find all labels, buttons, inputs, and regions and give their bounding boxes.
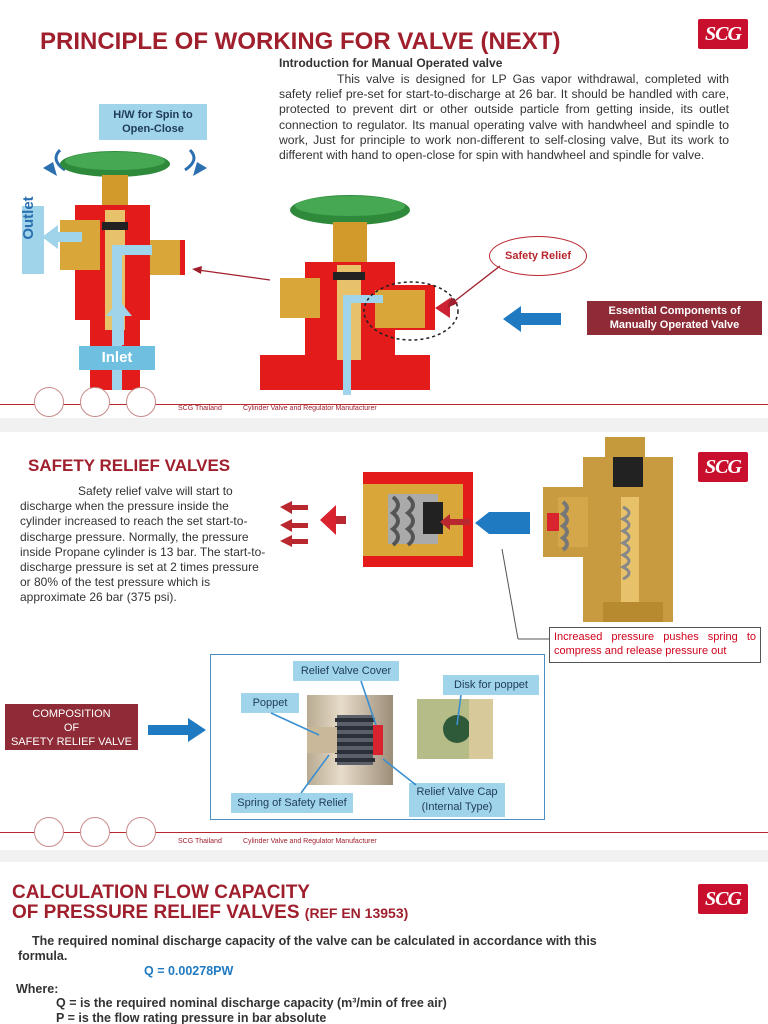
footer-company: SCG Thailand [178,405,222,412]
label-disk: Disk for poppet [443,675,539,695]
composition-panel: Relief Valve Cover Poppet Disk for poppe… [210,654,545,820]
footer-thumb-2 [80,387,110,417]
poppet-icon [320,505,346,535]
footer-thumb-2 [80,817,110,847]
outlet-label: Outlet [20,196,44,274]
composition-label: COMPOSITION OF SAFETY RELIEF VALVE [5,704,138,750]
scg-logo: SCG [698,19,748,49]
footer-thumb-3 [126,387,156,417]
slide-2-title: SAFETY RELIEF VALVES [28,456,231,475]
slide-2: SAFETY RELIEF VALVES SCG Safety relief v… [0,432,768,850]
label-relief-cap-line1: Relief Valve Cap [416,786,498,798]
blue-arrow-icon [148,718,206,742]
blue-arrow-icon [475,512,530,534]
slide-3-title-ref: (REF EN 13953) [304,905,409,921]
hw-label: H/W for Spin to Open-Close [99,104,207,140]
where-label: Where: [16,982,59,996]
footer-thumb-1 [34,817,64,847]
label-spring: Spring of Safety Relief [231,793,353,813]
pressure-arrow-icon [440,514,470,530]
pressure-callout: Increased pressure pushes spring to comp… [549,627,761,663]
slide-3-title-main: OF PRESSURE RELIEF VALVES [12,902,300,923]
essential-components-label: Essential Components of Manually Operate… [587,301,762,335]
scg-logo: SCG [698,452,748,482]
connector-arrow-icon [192,266,270,281]
composition-line-2: OF [63,722,80,734]
definition-p: P = is the flow rating pressure in bar a… [56,1011,327,1024]
blue-arrow-icon [503,306,561,332]
footer-thumb-3 [126,817,156,847]
footer-line [0,404,768,405]
valve-section-photo [543,437,673,622]
slide-3: CALCULATION FLOW CAPACITY OF PRESSURE RE… [0,862,768,1024]
composition-line-1: COMPOSITION [32,708,111,720]
slide-1: PRINCIPLE OF WORKING FOR VALVE (NEXT) SC… [0,0,768,418]
definition-q: Q = is the required nominal discharge ca… [56,996,447,1010]
composition-line-3: SAFETY RELIEF VALVE [10,736,133,748]
label-relief-cover: Relief Valve Cover [293,661,399,681]
spring-illustration [307,715,383,765]
callout-pointer [447,265,501,308]
rotation-arrows-icon [43,148,207,176]
disk-photo [417,699,493,759]
slide-3-title-line-1: CALCULATION FLOW CAPACITY [12,882,310,903]
label-relief-cap-line2: (Internal Type) [421,801,493,813]
footer-thumb-1 [34,387,64,417]
inlet-arrow-icon [106,300,132,345]
slide-1-title: PRINCIPLE OF WORKING FOR VALVE (NEXT) [40,28,561,55]
disk-illustration [417,699,493,759]
calc-intro: The required nominal discharge capacity … [18,934,597,963]
relief-valve-photo [307,695,393,785]
footer-line [0,832,768,833]
footer-desc: Cylinder Valve and Regulator Manufacture… [243,405,377,412]
label-relief-cap: Relief Valve Cap (Internal Type) [409,783,505,817]
footer-company: SCG Thailand [178,838,222,845]
inlet-label: Inlet [79,346,155,370]
formula: Q = 0.00278PW [144,964,234,978]
slide-separator [0,850,768,862]
footer-desc: Cylinder Valve and Regulator Manufacture… [243,838,377,845]
outlet-arrow-icon [42,225,82,249]
safety-relief-callout: Safety Relief [489,236,587,276]
discharge-arrows-icon [280,501,308,547]
safety-relief-body: Safety relief valve will start to discha… [20,484,266,605]
slide-3-title-line-2: OF PRESSURE RELIEF VALVES (REF EN 13953) [12,902,408,924]
dashed-circle-highlight [363,281,459,341]
outlet-label-text: Outlet [20,196,37,240]
slide-separator [0,418,768,432]
scg-logo: SCG [698,884,748,914]
label-poppet: Poppet [241,693,299,713]
intro-heading: Introduction for Manual Operated valve [279,56,503,70]
valve-center-image [260,195,450,395]
intro-text: This valve is designed for LP Gas vapor … [279,72,729,163]
label-leader-lines [270,680,462,794]
